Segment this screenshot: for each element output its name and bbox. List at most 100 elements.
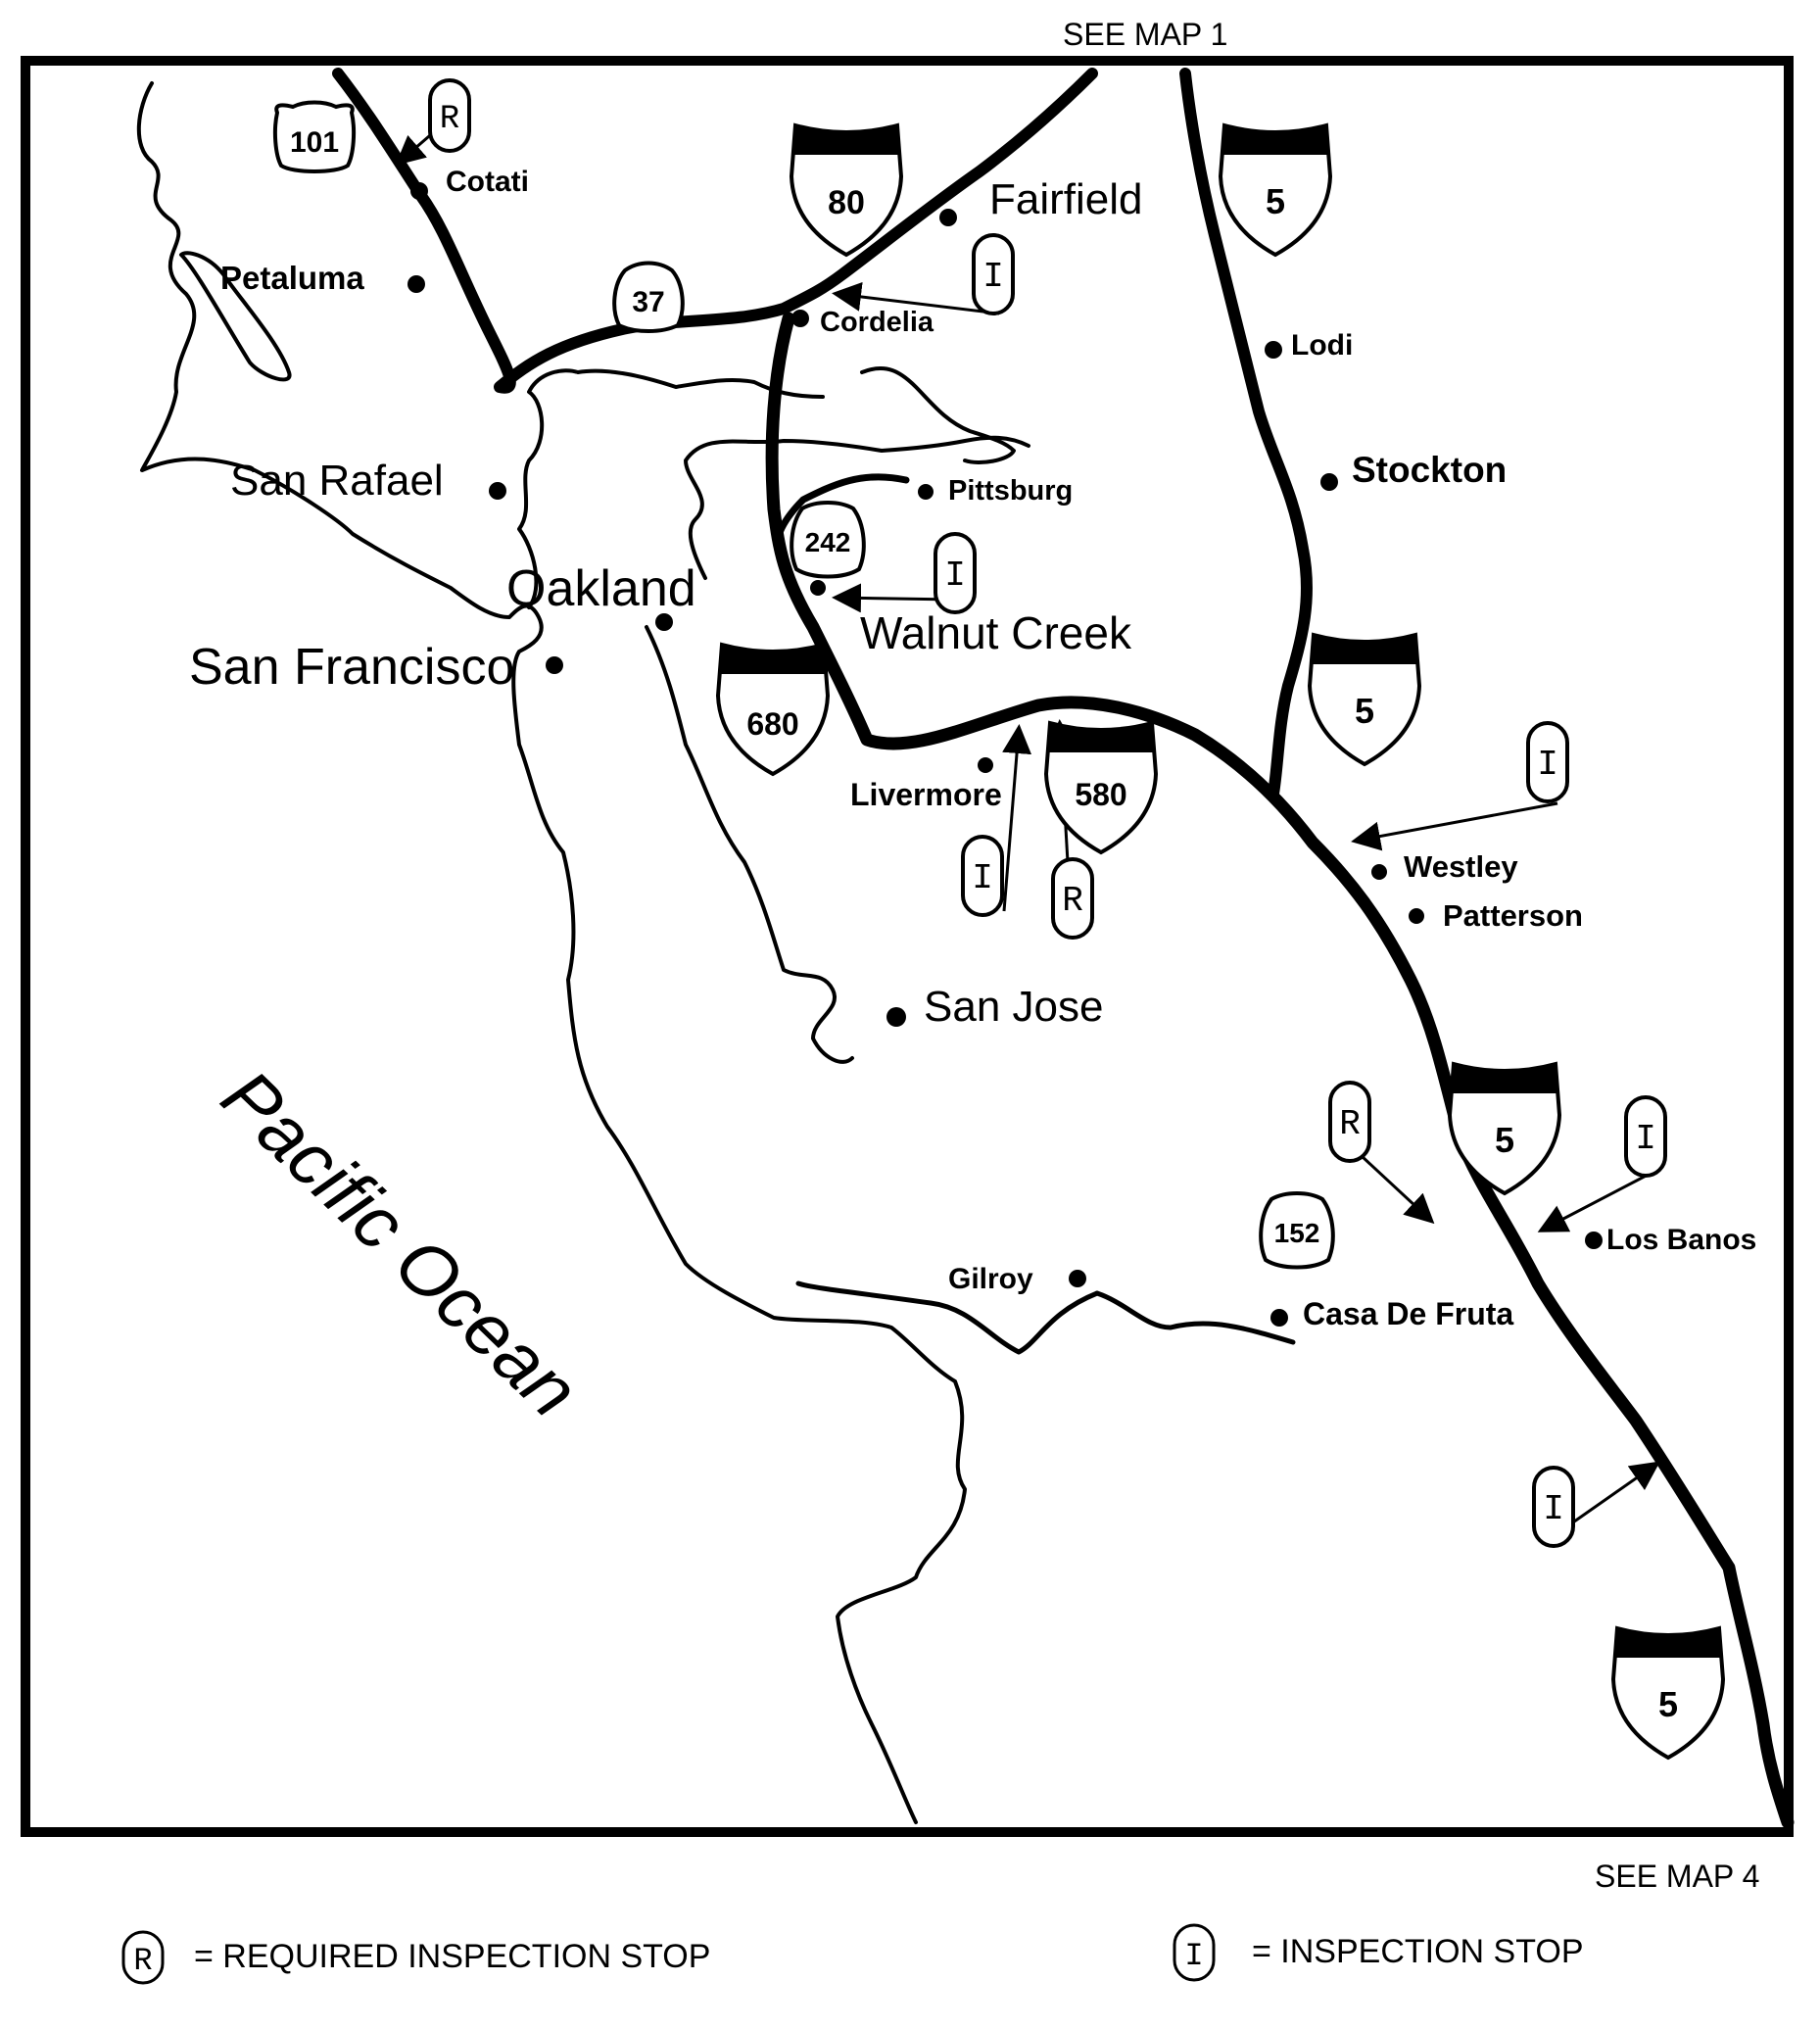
legend-inspection-letter: I — [1184, 1938, 1203, 1974]
gilroy-dot — [1069, 1270, 1086, 1287]
fairfield-dot — [939, 209, 957, 226]
us101-shield: 101 — [272, 100, 357, 173]
inspection-stop-letter: I — [1537, 745, 1558, 785]
los-banos-arrow — [1537, 1169, 1656, 1232]
casa-r-arrow — [1360, 1154, 1435, 1225]
i580-number: 580 — [1075, 777, 1126, 812]
i80-i680-road — [765, 312, 1795, 1829]
ca152-shield: 152 — [1259, 1191, 1335, 1270]
route-shields: 101 37 80 5 242 680 580 — [272, 100, 1725, 1760]
los-banos-label: Los Banos — [1606, 1224, 1756, 1256]
inspection-stop-marker: I — [1526, 721, 1569, 803]
ca242-shield: 242 — [790, 501, 866, 579]
legend: R = REQUIRED INSPECTION STOP I = INSPECT… — [121, 1923, 1584, 1985]
required-stop-marker: R — [1328, 1081, 1371, 1163]
inspection-stop-marker: I — [934, 532, 977, 614]
san-rafael-dot — [489, 482, 506, 500]
coastline — [136, 81, 1030, 1824]
inspection-stop-letter: I — [972, 858, 993, 898]
lodi-label: Lodi — [1291, 329, 1353, 362]
ca242-road — [774, 473, 910, 553]
cotati-dot — [410, 182, 428, 200]
ca152-road — [1094, 1290, 1296, 1345]
legend-required-symbol: R — [121, 1930, 165, 1985]
livermore-label: Livermore — [850, 777, 1002, 812]
inspection-stop-letter: I — [982, 257, 1004, 297]
required-stop-letter: R — [440, 101, 459, 138]
cordelia-dot — [791, 310, 809, 327]
i80-shield: 80 — [790, 123, 903, 257]
i5-south-shield: 5 — [1448, 1062, 1561, 1195]
livermore-dot — [978, 757, 993, 773]
i5-north-number: 5 — [1266, 181, 1285, 221]
cities: Cotati Petaluma Fairfield Cordelia Lodi … — [189, 166, 1756, 1331]
casa-de-fruta-dot — [1270, 1309, 1288, 1327]
inspection-stop-marker: I — [1624, 1095, 1667, 1178]
legend-required-label: = REQUIRED INSPECTION STOP — [194, 1938, 710, 1975]
san-rafael-label: San Rafael — [230, 457, 444, 505]
i5-mid-number: 5 — [1355, 691, 1374, 731]
required-stop-letter: R — [1062, 881, 1083, 921]
cordelia-label: Cordelia — [820, 307, 934, 338]
i5-north-road — [1179, 68, 1313, 799]
us101-number: 101 — [290, 126, 339, 159]
fairfield-label: Fairfield — [989, 175, 1143, 223]
required-stop-marker: R — [1051, 857, 1094, 940]
inspection-stop-marker: I — [961, 835, 1004, 917]
petaluma-label: Petaluma — [220, 260, 364, 296]
westley-dot — [1371, 864, 1387, 880]
legend-inspection-symbol: I — [1173, 1923, 1216, 1982]
san-francisco-label: San Francisco — [189, 639, 514, 696]
inspection-stop-marker: I — [972, 233, 1015, 315]
walnut-creek-dot — [810, 580, 826, 596]
ca37-number: 37 — [632, 286, 664, 318]
legend-required-letter: R — [133, 1943, 152, 1979]
required-stop-marker: R — [428, 78, 471, 153]
inspection-markers: R I I I R I R I — [428, 78, 1667, 1548]
ca152-number: 152 — [1274, 1218, 1320, 1248]
i5-north-shield: 5 — [1219, 123, 1332, 257]
i5-bottom-shield: 5 — [1611, 1626, 1725, 1760]
required-stop-letter: R — [1339, 1104, 1361, 1144]
inspection-stop-letter: I — [1635, 1119, 1656, 1159]
walnut-creek-label: Walnut Creek — [860, 607, 1132, 658]
ca37-shield: 37 — [612, 261, 685, 333]
san-jose-label: San Jose — [924, 983, 1103, 1031]
cotati-label: Cotati — [446, 166, 529, 198]
livermore-i-arrow — [1002, 724, 1032, 912]
i5-bottom-number: 5 — [1658, 1684, 1678, 1724]
los-banos-dot — [1585, 1232, 1603, 1249]
pittsburg-dot — [918, 484, 934, 500]
patterson-dot — [1409, 908, 1424, 924]
i80-number: 80 — [828, 184, 865, 221]
see-map-1-label: SEE MAP 1 — [1063, 17, 1227, 52]
ca242-number: 242 — [805, 527, 851, 557]
map-frame — [21, 56, 1794, 1837]
see-map-4-label: SEE MAP 4 — [1595, 1859, 1759, 1894]
i5-south-number: 5 — [1495, 1120, 1514, 1160]
legend-inspection-label: = INSPECTION STOP — [1252, 1933, 1584, 1970]
ca152-west-road — [795, 1280, 1100, 1355]
san-jose-dot — [886, 1007, 906, 1027]
stockton-label: Stockton — [1352, 450, 1507, 490]
gilroy-label: Gilroy — [948, 1263, 1033, 1295]
westley-label: Westley — [1404, 849, 1518, 884]
westley-arrow — [1351, 801, 1558, 851]
inspection-stop-letter: I — [1543, 1489, 1564, 1529]
i580-shield: 580 — [1044, 721, 1158, 854]
i5-mid-shield: 5 — [1308, 633, 1421, 766]
stockton-dot — [1320, 473, 1338, 491]
pacific-ocean-label: Pacific Ocean — [206, 1054, 594, 1433]
oakland-dot — [655, 613, 673, 631]
inspection-stop-letter: I — [944, 556, 966, 596]
petaluma-dot — [407, 275, 425, 293]
highways — [332, 68, 1795, 1829]
oakland-label: Oakland — [506, 560, 696, 617]
i680-number: 680 — [746, 706, 798, 742]
casa-de-fruta-label: Casa De Fruta — [1303, 1296, 1513, 1331]
cordelia-arrow — [832, 281, 1000, 315]
patterson-label: Patterson — [1443, 898, 1583, 933]
lodi-dot — [1265, 341, 1282, 359]
i680-shield: 680 — [716, 643, 830, 776]
